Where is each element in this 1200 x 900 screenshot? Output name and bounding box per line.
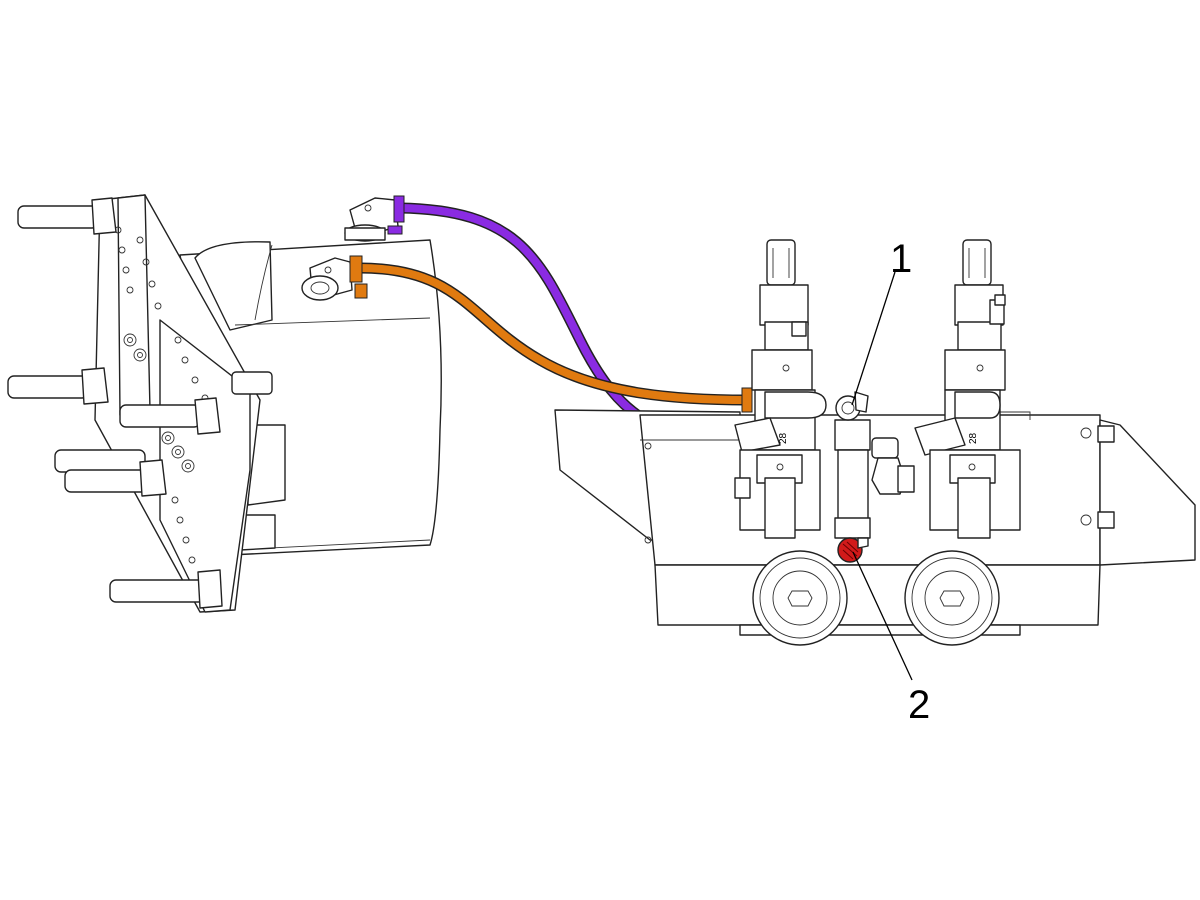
callout-label-2: 2 <box>908 683 930 727</box>
callout-2: 2 <box>852 551 930 727</box>
valve-mark-left: 28 <box>778 432 789 444</box>
callout-label-1: 1 <box>890 237 912 281</box>
roller-right <box>904 550 1000 646</box>
orange-hose <box>359 264 749 404</box>
valve-block-assembly: 28 28 <box>554 239 1196 646</box>
roller-left <box>752 550 848 646</box>
pump-motor-assembly <box>7 194 442 613</box>
valve-mark-right: 28 <box>968 432 979 444</box>
callout-1: 1 <box>851 237 912 406</box>
